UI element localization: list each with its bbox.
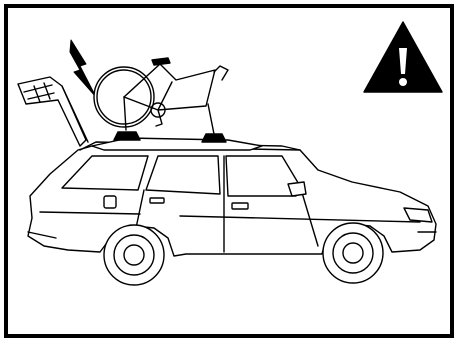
warning-icon xyxy=(364,22,442,92)
open-rear-hatch xyxy=(18,77,88,146)
rear-wheel xyxy=(104,225,164,285)
impact-lightning-icon xyxy=(70,40,96,97)
roof-bicycle xyxy=(94,58,228,134)
front-wheel xyxy=(323,223,383,283)
roof-rack xyxy=(92,132,262,150)
